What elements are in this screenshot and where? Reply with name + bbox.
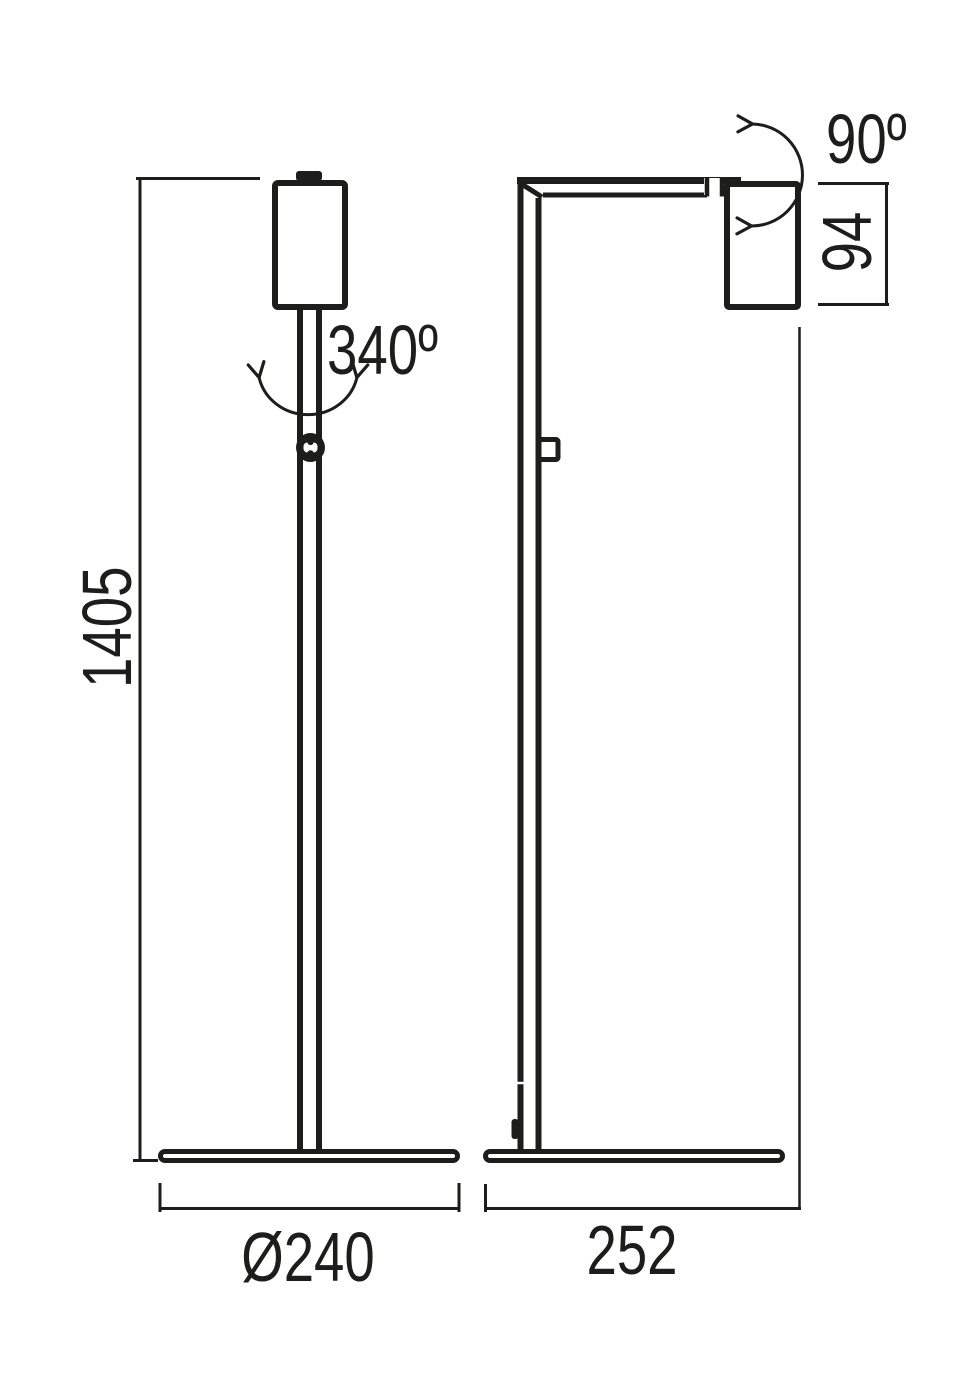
side-pole-core: [523, 182, 536, 1153]
side-arm-miter-line: [518, 180, 544, 200]
side-base: [483, 1149, 785, 1163]
head-height-label: 94: [809, 212, 887, 273]
pivot-joint-notch-top: [307, 438, 314, 445]
front-view: 1405 340º Ø240: [69, 171, 461, 1297]
pivot-joint-notch-bottom: [307, 450, 314, 457]
front-head-top-tab: [296, 171, 322, 181]
side-view: 90º 94 252: [483, 101, 907, 1290]
side-pivot-knob: [536, 437, 561, 462]
side-base-dimension: 252: [484, 1184, 801, 1290]
pivot-joint-icon: [296, 433, 325, 462]
side-tilt-arc-icon: 90º: [735, 101, 907, 236]
side-arm: [517, 177, 741, 198]
side-head-dimension: 94: [809, 182, 889, 306]
front-rotation-arc-icon: 340º: [246, 312, 438, 417]
side-hinge-connector: [704, 177, 725, 197]
front-base-dimension: Ø240: [158, 1183, 461, 1297]
tilt-arc: [735, 114, 804, 236]
height-dimension-label: 1405: [69, 567, 147, 688]
side-lamp-head: [724, 181, 801, 310]
front-base: [158, 1149, 460, 1163]
base-depth-label: 252: [586, 1212, 677, 1290]
side-pole: [516, 180, 544, 1153]
pivot-joint-slot: [303, 442, 318, 453]
front-lamp-head: [272, 180, 348, 310]
head-tilt-label: 90º: [826, 101, 907, 179]
side-cord-tab: [511, 1119, 519, 1139]
rotation-arc: [246, 360, 370, 417]
head-rotation-label: 340º: [327, 312, 438, 390]
base-diameter-label: Ø240: [241, 1219, 375, 1297]
front-height-dimension: 1405: [69, 177, 260, 1162]
